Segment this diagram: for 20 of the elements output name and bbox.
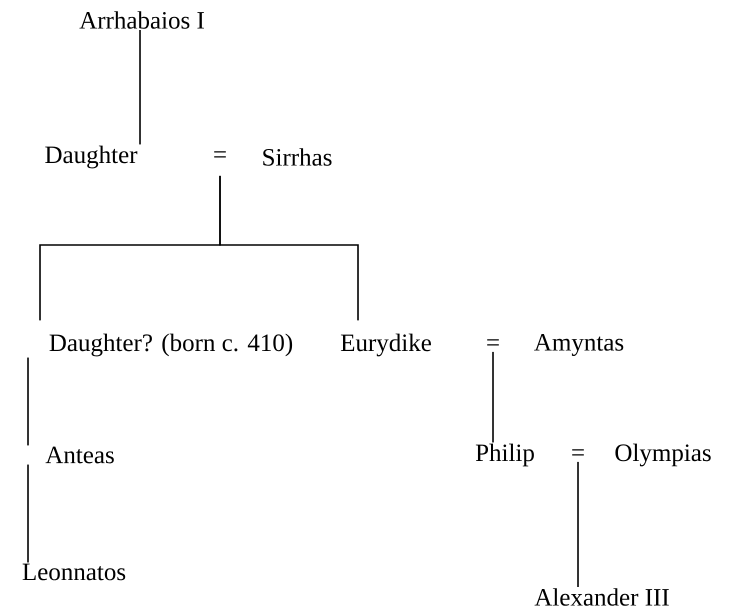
person-name: Olympias (615, 444, 711, 466)
person-name: Anteas (46, 446, 114, 464)
person-name: Daughter (45, 146, 138, 168)
person-name: Alexander III (534, 588, 669, 606)
person-name: Sirrhas (263, 148, 332, 166)
person-name: Amyntas (534, 334, 624, 356)
family-line (27, 464, 29, 562)
marriage-sign: = (214, 151, 226, 158)
person-name: Leonnatos (22, 564, 126, 580)
family-line (492, 352, 494, 442)
family-line (219, 176, 359, 320)
family-line (27, 358, 29, 446)
person-name: Daughter? (born c. 410) (50, 334, 292, 356)
family-line (577, 462, 579, 587)
marriage-sign: = (487, 339, 499, 346)
marriage-sign: = (572, 449, 584, 456)
person-name: Eurydike (340, 334, 431, 356)
person-name: Arrhabaios I (79, 11, 204, 29)
family-line (139, 30, 141, 144)
person-name: Philip (476, 444, 534, 466)
